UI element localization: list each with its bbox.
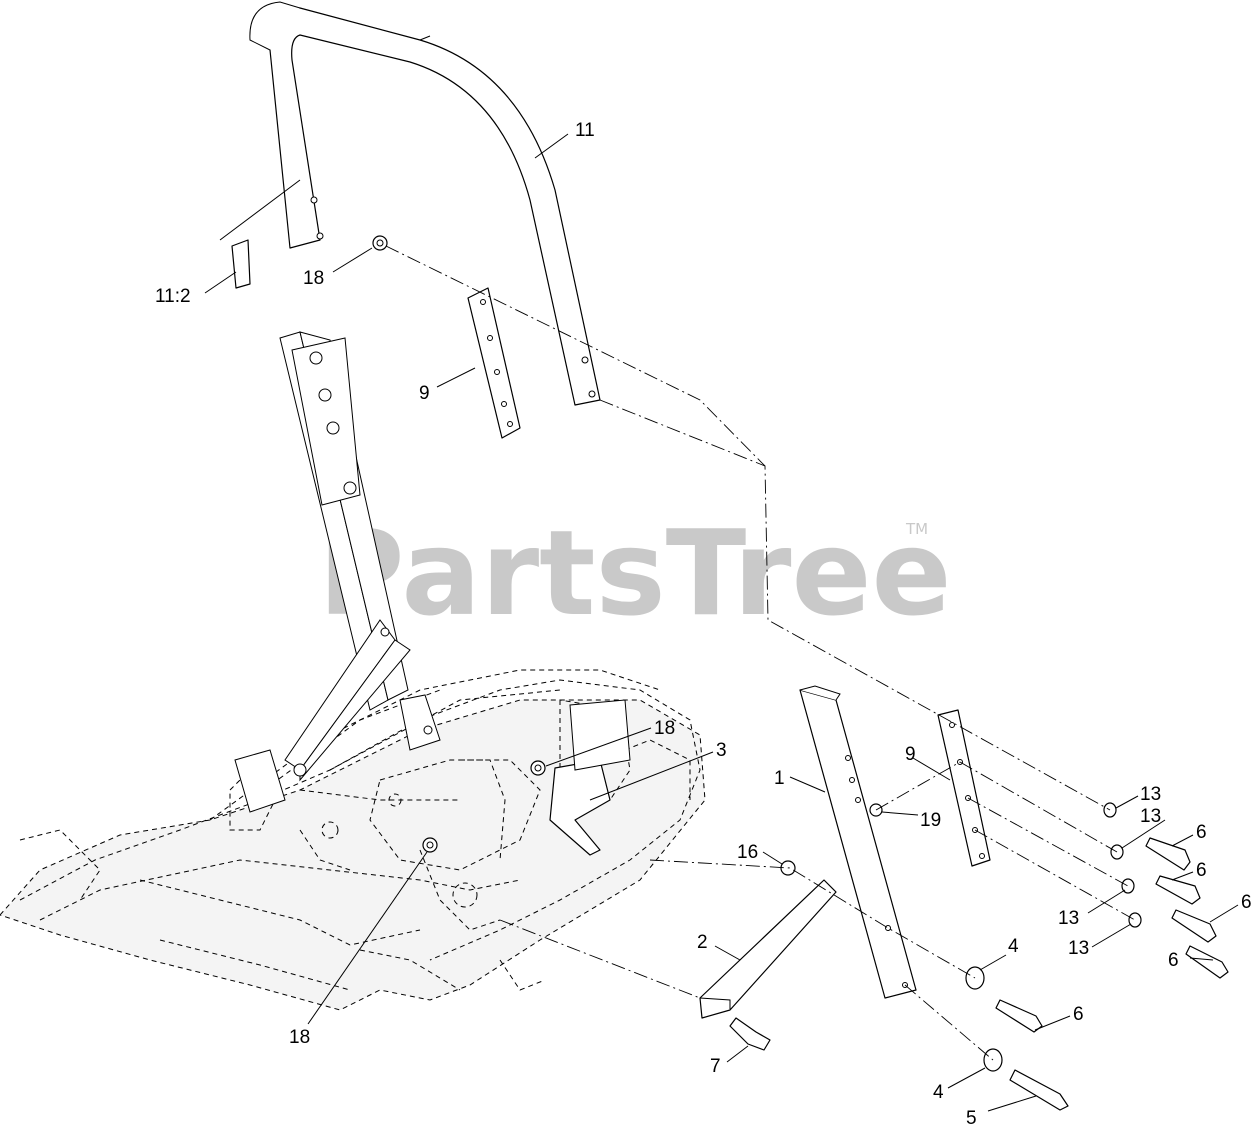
callout-1: 1 — [774, 768, 785, 789]
callout-7: 7 — [710, 1056, 721, 1077]
callout-11: 11 — [575, 120, 595, 141]
callout-5: 5 — [966, 1108, 977, 1129]
callout-9-top: 9 — [419, 383, 430, 404]
assembly-lines — [385, 245, 1136, 1061]
callout-19: 19 — [920, 810, 941, 831]
brace — [699, 879, 837, 1019]
mower-frame — [0, 669, 706, 1011]
callout-6-c: 6 — [1241, 892, 1252, 913]
bolt-7 — [729, 1017, 771, 1051]
bolt-5 — [1009, 1069, 1069, 1111]
callout-13-c: 13 — [1058, 908, 1079, 929]
trademark-mark: TM — [905, 520, 928, 538]
callout-6-e: 6 — [1073, 1004, 1084, 1025]
callout-4-b: 4 — [933, 1082, 944, 1103]
washers-large — [965, 966, 1003, 1072]
plate-upper — [467, 287, 521, 439]
nut-top — [372, 235, 388, 251]
callout-18-top: 18 — [303, 268, 324, 289]
watermark-text: PartsTree — [318, 504, 952, 642]
roll-bar-upper — [249, 1, 601, 406]
callout-13-d: 13 — [1068, 938, 1089, 959]
callout-6-d: 6 — [1168, 950, 1179, 971]
callout-6-a: 6 — [1196, 822, 1207, 843]
callouts: 11 11:2 18 9 18 3 1 9 19 13 13 13 13 6 6… — [155, 120, 1252, 1129]
bracket — [549, 699, 631, 856]
decal — [219, 179, 301, 289]
callout-2: 2 — [697, 932, 708, 953]
upright-tube-right — [799, 685, 917, 999]
callout-18-bottom: 18 — [289, 1027, 310, 1048]
washers — [1103, 802, 1142, 928]
callout-6-b: 6 — [1196, 860, 1207, 881]
bolts-6 — [995, 837, 1229, 1033]
callout-13-b: 13 — [1140, 806, 1161, 827]
plate-right — [937, 709, 991, 867]
callout-3: 3 — [716, 740, 727, 761]
nut-bottom — [422, 837, 438, 853]
callout-16: 16 — [737, 842, 758, 863]
callout-13-a: 13 — [1140, 784, 1161, 805]
watermark: PartsTree TM — [318, 504, 952, 642]
leader-lines — [204, 133, 1239, 1112]
left-rops-upright — [234, 331, 441, 813]
callout-18-mid: 18 — [654, 718, 675, 739]
callout-11-2: 11:2 — [155, 286, 191, 307]
callout-4-a: 4 — [1008, 936, 1019, 957]
nut-middle — [530, 760, 546, 776]
callout-9-right: 9 — [905, 744, 916, 765]
